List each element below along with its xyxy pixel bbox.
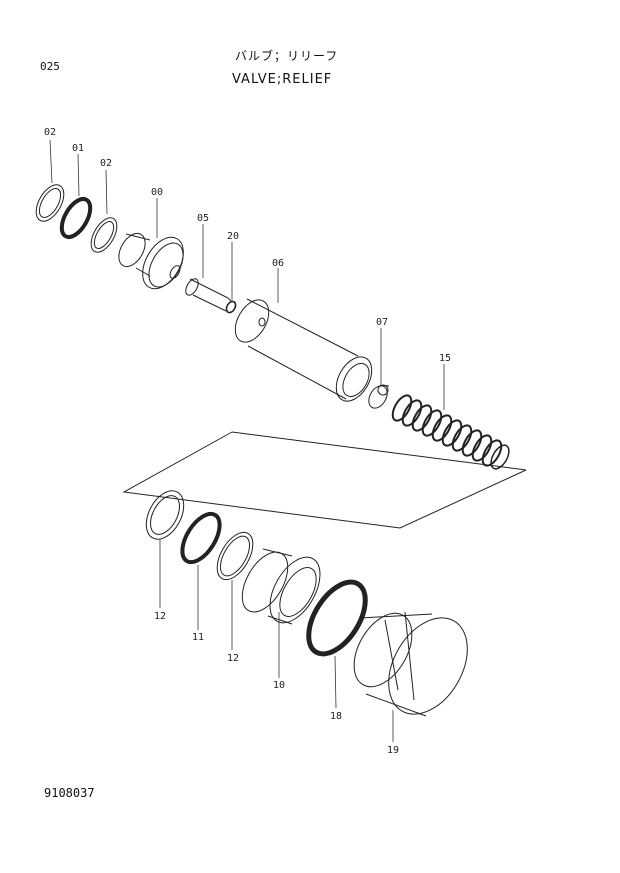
label-part-10: 12 [154, 611, 166, 622]
label-part-15: 19 [387, 745, 399, 756]
part-15-spring [391, 394, 510, 470]
part-02-backup-ring-a [35, 184, 65, 222]
title-english: VALVE;RELIEF [232, 72, 333, 87]
part-12-backup-ring-a [145, 490, 185, 540]
part-00-valve-seat [118, 232, 184, 290]
label-part-6: 20 [227, 231, 239, 242]
label-part-14: 18 [330, 711, 342, 722]
assembly-outline [122, 431, 527, 529]
label-part-2: 01 [72, 143, 84, 154]
part-02-backup-ring-b [90, 217, 118, 253]
label-part-5: 05 [197, 213, 209, 224]
label-part-11: 11 [192, 632, 204, 643]
label-part-8: 07 [376, 317, 388, 328]
part-19-plug [353, 611, 468, 717]
part-07-spring-seat [368, 384, 390, 409]
part-10-nut [241, 548, 321, 625]
part-20-small-ring [225, 300, 237, 314]
part-labels: 02 01 02 00 05 20 06 07 15 12 11 12 10 1… [44, 127, 451, 756]
title-japanese: バルブ；リリーフ [235, 49, 339, 63]
label-part-9: 15 [439, 353, 451, 364]
label-part-13: 10 [273, 680, 285, 691]
part-05-poppet [185, 278, 233, 312]
part-11-o-ring [180, 511, 222, 565]
leader-lines [49, 139, 445, 742]
part-12-backup-ring-b [216, 531, 254, 581]
label-part-7: 06 [272, 258, 284, 269]
label-part-12: 12 [227, 653, 239, 664]
document-code: 9108037 [44, 786, 95, 800]
label-part-4: 00 [151, 187, 163, 198]
part-06-sleeve [234, 298, 373, 402]
part-18-o-ring [306, 579, 368, 657]
label-part-3: 02 [100, 158, 112, 169]
page-number: 025 [40, 60, 60, 73]
label-part-1: 02 [44, 127, 56, 138]
part-01-o-ring [59, 197, 93, 239]
